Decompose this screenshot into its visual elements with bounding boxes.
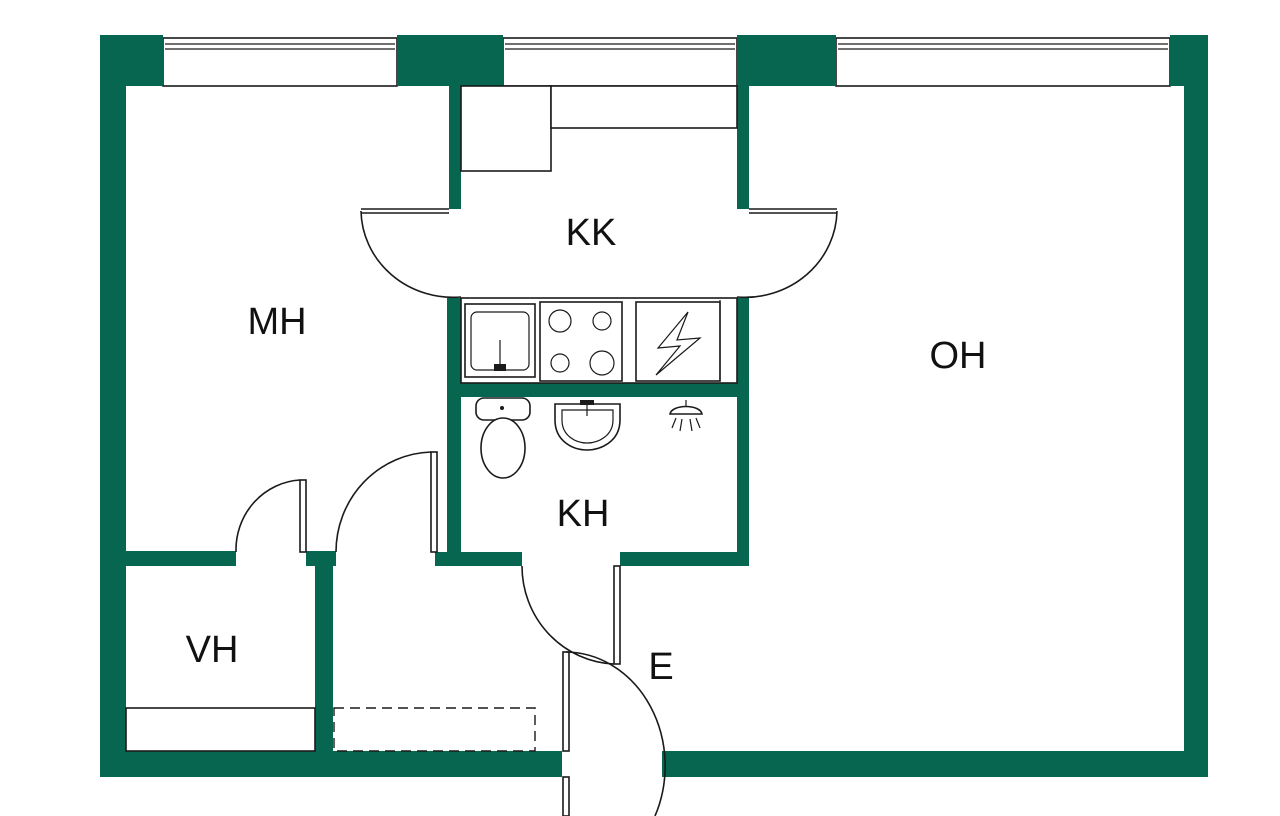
wall-bottom-left bbox=[100, 751, 562, 777]
room-label-e: E bbox=[648, 646, 673, 688]
door-entrance bbox=[562, 651, 666, 816]
wall-bath-left bbox=[447, 298, 461, 566]
shelf-closet bbox=[333, 707, 536, 752]
wall-kitchen-right bbox=[737, 86, 749, 209]
wall-bath-right bbox=[737, 298, 749, 566]
wall-kitchen-bath-divider bbox=[447, 383, 749, 397]
wall-top-pier-1 bbox=[397, 35, 503, 86]
windows bbox=[162, 37, 1171, 87]
kitchen-fixtures bbox=[460, 85, 738, 384]
lightning-icon bbox=[635, 301, 721, 382]
room-label-oh: OH bbox=[930, 335, 987, 377]
wall-right bbox=[1184, 35, 1208, 777]
room-label-mh: MH bbox=[247, 301, 306, 343]
room-label-kh: KH bbox=[557, 493, 610, 535]
room-label-vh: VH bbox=[186, 629, 239, 671]
wall-bottom-right bbox=[662, 751, 1208, 777]
storage bbox=[125, 707, 536, 752]
door-kh bbox=[521, 565, 621, 665]
room-labels: KK MH OH KH VH E bbox=[186, 212, 987, 688]
shelf-vh bbox=[125, 707, 316, 752]
door-kk-mh bbox=[360, 208, 462, 299]
door-mh bbox=[335, 451, 438, 553]
walls bbox=[100, 35, 1208, 777]
window-oh bbox=[835, 37, 1171, 87]
wall-left bbox=[100, 35, 126, 777]
wall-bath-bottom-left bbox=[435, 552, 522, 566]
kitchen-cabinet-tall bbox=[460, 85, 552, 172]
bathroom-fixtures bbox=[475, 397, 703, 479]
wall-mh-door-jamb bbox=[306, 551, 336, 566]
door-kk-oh bbox=[736, 208, 838, 299]
washbasin-icon bbox=[554, 400, 621, 451]
wall-vh-right bbox=[315, 566, 333, 751]
kitchen-cabinet-wall bbox=[550, 85, 738, 129]
wall-bath-bottom-right bbox=[620, 552, 749, 566]
window-kk bbox=[502, 37, 738, 87]
shower-icon bbox=[669, 400, 703, 432]
kitchen-sink-icon bbox=[464, 303, 536, 378]
door-vh bbox=[235, 479, 307, 553]
doors bbox=[235, 208, 838, 816]
wall-kitchen-left bbox=[449, 86, 461, 209]
window-mh bbox=[162, 37, 398, 87]
toilet-icon bbox=[475, 397, 531, 479]
room-label-kk: KK bbox=[566, 212, 617, 254]
stove-icon bbox=[539, 301, 623, 382]
wall-top-pier-2 bbox=[737, 35, 836, 86]
wall-vh-top bbox=[126, 551, 236, 566]
